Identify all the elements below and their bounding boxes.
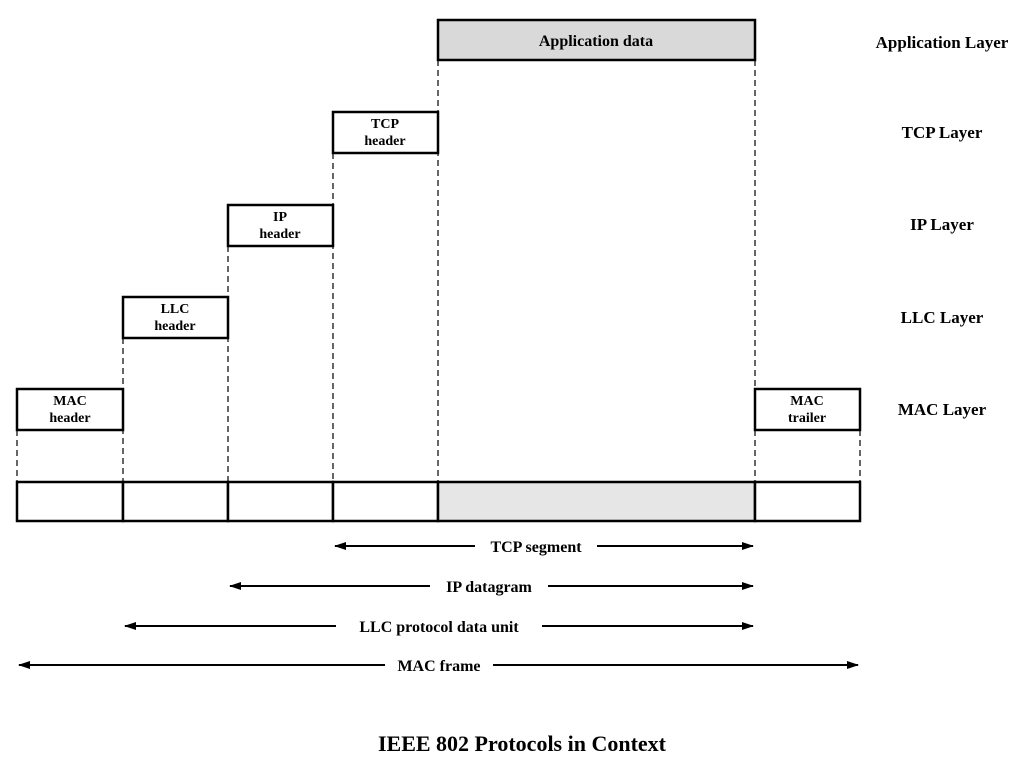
mac-frame-label: MAC frame [397, 658, 480, 675]
span-mac-frame: MAC frame [18, 654, 859, 676]
tcp-header-rect [331, 110, 440, 155]
layer-label-llc: LLC Layer [901, 308, 984, 327]
frame-cell-ip-header [226, 480, 335, 523]
frame-cell-mac-trailer [753, 480, 862, 523]
mac-frame-row [15, 480, 862, 523]
llc-pdu-label: LLC protocol data unit [359, 619, 519, 636]
application-data-box: Application data [436, 18, 757, 62]
tcp-segment-label-bg [475, 535, 597, 557]
layer-labels: Application Layer TCP Layer IP Layer LLC… [876, 33, 1009, 419]
frame-cell-application-data [436, 480, 757, 523]
llc-header-label-line1: LLC [161, 302, 190, 317]
llc-header-rect [121, 295, 230, 340]
span-tcp-segment: TCP segment [334, 535, 754, 557]
mac-header-box: MAC header [15, 387, 125, 432]
mac-header-rect [15, 387, 125, 432]
ip-header-box: IP header [226, 203, 335, 248]
llc-pdu-label-bg [336, 615, 542, 637]
ip-header-label-line1: IP [273, 210, 287, 225]
mac-trailer-label-line2: trailer [788, 411, 826, 426]
application-data-label: Application data [539, 33, 653, 50]
mac-header-label-line1: MAC [53, 394, 86, 409]
layer-label-mac: MAC Layer [898, 400, 987, 419]
tcp-header-label-line1: TCP [371, 117, 399, 132]
ip-header-rect [226, 203, 335, 248]
span-llc-pdu: LLC protocol data unit [124, 615, 754, 637]
tcp-header-label-line2: header [364, 134, 405, 149]
tcp-header-box: TCP header [331, 110, 440, 155]
mac-header-label-line2: header [49, 411, 90, 426]
mac-trailer-rect [753, 387, 862, 432]
frame-cell-mac-header [15, 480, 125, 523]
mac-trailer-box: MAC trailer [753, 387, 862, 432]
application-data-rect [436, 18, 757, 62]
layer-label-application: Application Layer [876, 33, 1009, 52]
diagram-title: IEEE 802 Protocols in Context [378, 731, 667, 756]
tcp-segment-label: TCP segment [490, 539, 582, 556]
ip-datagram-label: IP datagram [446, 579, 532, 596]
mac-frame-label-bg [385, 654, 493, 676]
ip-datagram-label-bg [430, 575, 548, 597]
llc-header-box: LLC header [121, 295, 230, 340]
mac-trailer-label-line1: MAC [790, 394, 823, 409]
ip-header-label-line2: header [259, 227, 300, 242]
span-ip-datagram: IP datagram [229, 575, 754, 597]
layer-label-ip: IP Layer [910, 215, 974, 234]
layer-label-tcp: TCP Layer [902, 123, 983, 142]
frame-cell-llc-header [121, 480, 230, 523]
llc-header-label-line2: header [154, 319, 195, 334]
frame-cell-tcp-header [331, 480, 440, 523]
